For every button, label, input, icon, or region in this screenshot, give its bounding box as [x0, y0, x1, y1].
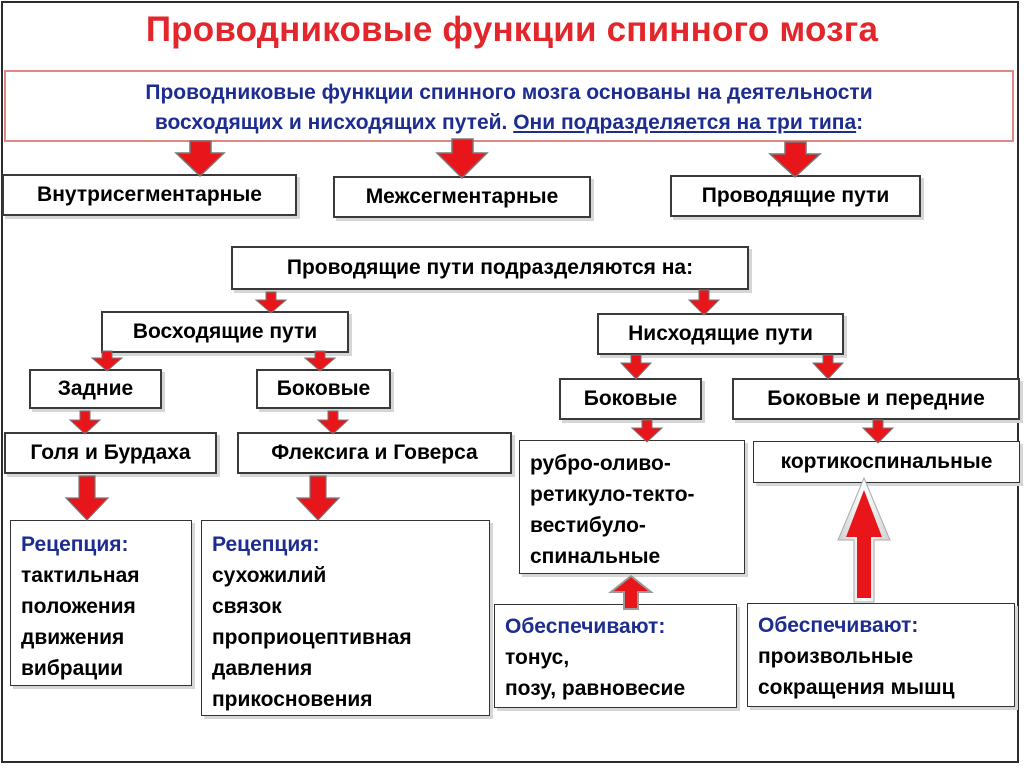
down-arrow-icon [90, 350, 124, 372]
tract-line: рубро-оливо- [530, 452, 671, 475]
descending-lateral: Боковые [559, 378, 702, 420]
ascending-posterior: Задние [29, 369, 162, 409]
provides-item: тонус, [505, 646, 570, 669]
reception-item: положения [21, 595, 136, 618]
down-arrow-icon [687, 289, 721, 316]
intro-box: Проводниковые функции спинного мозга осн… [4, 70, 1014, 142]
down-arrow-icon [174, 140, 226, 178]
tract-rubro-reticulo-box: рубро-оливо- ретикуло-текто- вестибуло- … [519, 440, 745, 574]
provides-lateral-box: Обеспечивают: тонус, позу, равновесие [494, 604, 737, 708]
up-arrow-icon-core [846, 490, 882, 598]
tract-flechsig-gowers: Флексига и Говерса [237, 432, 512, 474]
descending-lateral-anterior: Боковые и передние [732, 378, 1020, 420]
down-arrow-icon [861, 419, 895, 444]
intro-line-2-start: восходящих и нисходящих путей. [154, 111, 508, 134]
reception-item: прикосновения [212, 688, 373, 711]
intro-line-1: Проводниковые функции спинного мозга осн… [145, 81, 873, 104]
down-arrow-icon [811, 354, 845, 380]
down-arrow-icon [316, 410, 350, 435]
pathways-header: Проводящие пути подразделяются на: [231, 246, 749, 290]
down-arrow-icon [64, 475, 110, 521]
provides-item: сокращения мышц [758, 676, 955, 699]
intro-line-2: восходящих и нисходящих путей. Они подра… [6, 108, 1012, 138]
reception-posterior-box: Рецепция: тактильная положения движения … [10, 520, 192, 686]
reception-item: проприоцептивная [212, 626, 412, 649]
intro-line-2-underlined: Они подразделяется на три типа [513, 111, 857, 134]
reception-item: тактильная [21, 564, 140, 587]
provides-title: Обеспечивают: [505, 615, 666, 638]
reception-lateral-box: Рецепция: сухожилий связок проприоцептив… [201, 520, 490, 716]
provides-title: Обеспечивают: [758, 614, 919, 637]
intro-line-2-colon: : [856, 111, 864, 134]
provides-item: произвольные [758, 645, 914, 668]
tract-line: ретикуло-текто- [530, 483, 695, 506]
reception-item: вибрации [21, 657, 124, 680]
tract-goll-burdach: Голя и Бурдаха [4, 432, 217, 474]
down-arrow-icon [630, 419, 664, 443]
down-arrow-icon [303, 350, 337, 372]
type-intrasegmental: Внутрисегментарные [2, 174, 297, 216]
reception-title: Рецепция: [212, 533, 320, 556]
tract-line: вестибуло- [530, 514, 646, 537]
down-arrow-icon [768, 141, 822, 179]
provides-lateral-anterior-box: Обеспечивают: произвольные сокращения мы… [747, 603, 1015, 707]
tract-corticospinal: кортикоспинальные [753, 441, 1020, 483]
reception-title: Рецепция: [21, 533, 129, 556]
ascending-lateral: Боковые [256, 369, 391, 409]
down-arrow-icon [295, 475, 341, 521]
slide-title: Проводниковые функции спинного мозга [145, 10, 879, 49]
down-arrow-icon [435, 138, 489, 180]
down-arrow-icon [619, 354, 653, 380]
descending-pathways: Нисходящие пути [597, 313, 844, 355]
reception-item: сухожилий [212, 564, 327, 587]
up-arrow-icon [608, 574, 654, 610]
down-arrow-icon [68, 410, 102, 435]
down-arrow-icon [254, 291, 288, 314]
ascending-pathways: Восходящие пути [101, 311, 349, 353]
provides-item: позу, равновесие [505, 677, 686, 700]
reception-item: связок [212, 595, 282, 618]
reception-item: движения [21, 626, 125, 649]
tract-line: спинальные [530, 545, 661, 568]
reception-item: давления [212, 657, 313, 680]
